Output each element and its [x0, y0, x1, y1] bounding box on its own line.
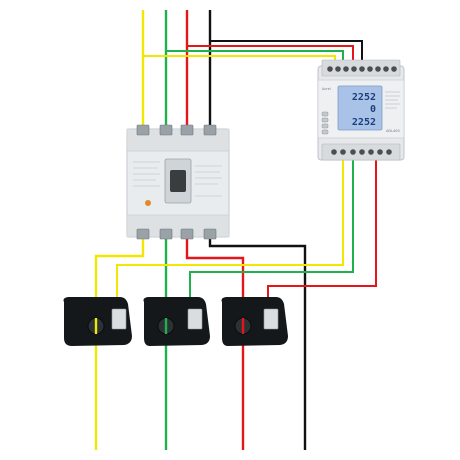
wire-yellow-ct-lead [116, 158, 344, 298]
meter-buttons [321, 111, 329, 135]
wire-yellow-voltage-tap [143, 55, 336, 66]
meter-button-3[interactable] [321, 123, 329, 129]
ct-1-terminal-block [111, 308, 127, 330]
breaker-top-cover [126, 128, 230, 152]
ct-2-terminal-block [187, 308, 203, 330]
meter-top-terminals [327, 66, 397, 72]
wire-green-voltage-tap [166, 50, 344, 66]
meter-button-2[interactable] [321, 117, 329, 123]
breaker-toggle-lever[interactable] [170, 170, 186, 192]
wire-green-ct-lead [189, 158, 354, 298]
meter-lcd [337, 85, 383, 131]
meter-display-line-2: 0 [370, 104, 376, 115]
meter-display-line-3: 2252 [352, 117, 376, 128]
wire-red-load [185, 236, 245, 450]
current-transformer-1 [63, 297, 132, 346]
wire-red-voltage-tap [187, 45, 354, 66]
current-transformer-2 [143, 297, 210, 346]
breaker-bottom-cover [126, 214, 230, 238]
wires-through-cts [94, 318, 245, 334]
meter-brand-label: Acrel [322, 87, 331, 91]
circuit-breaker [126, 124, 230, 240]
wires [94, 10, 377, 450]
wire-black-voltage-tap [210, 40, 363, 66]
breaker-test-button[interactable] [145, 200, 151, 206]
current-transformer-3 [221, 297, 288, 346]
meter-display-line-1: 2252 [352, 92, 376, 103]
breaker-top-terminals [136, 124, 217, 136]
meter-button-1[interactable] [321, 111, 329, 117]
meter-side-info [385, 91, 400, 109]
meter-button-4[interactable] [321, 129, 329, 135]
wire-red-ct-lead [267, 158, 377, 298]
meter-bottom-terminals [331, 149, 392, 155]
breaker-label-plate [133, 161, 222, 197]
breaker-bottom-terminals [136, 228, 217, 240]
meter-model-label: ADL400 [386, 129, 400, 133]
energy-meter: Acrel 2252 0 2252 ADL400 [317, 59, 405, 161]
wire-yellow-breaker-out [94, 236, 145, 334]
wire-black-load [208, 236, 307, 450]
ct-3-terminal-block [263, 308, 279, 330]
